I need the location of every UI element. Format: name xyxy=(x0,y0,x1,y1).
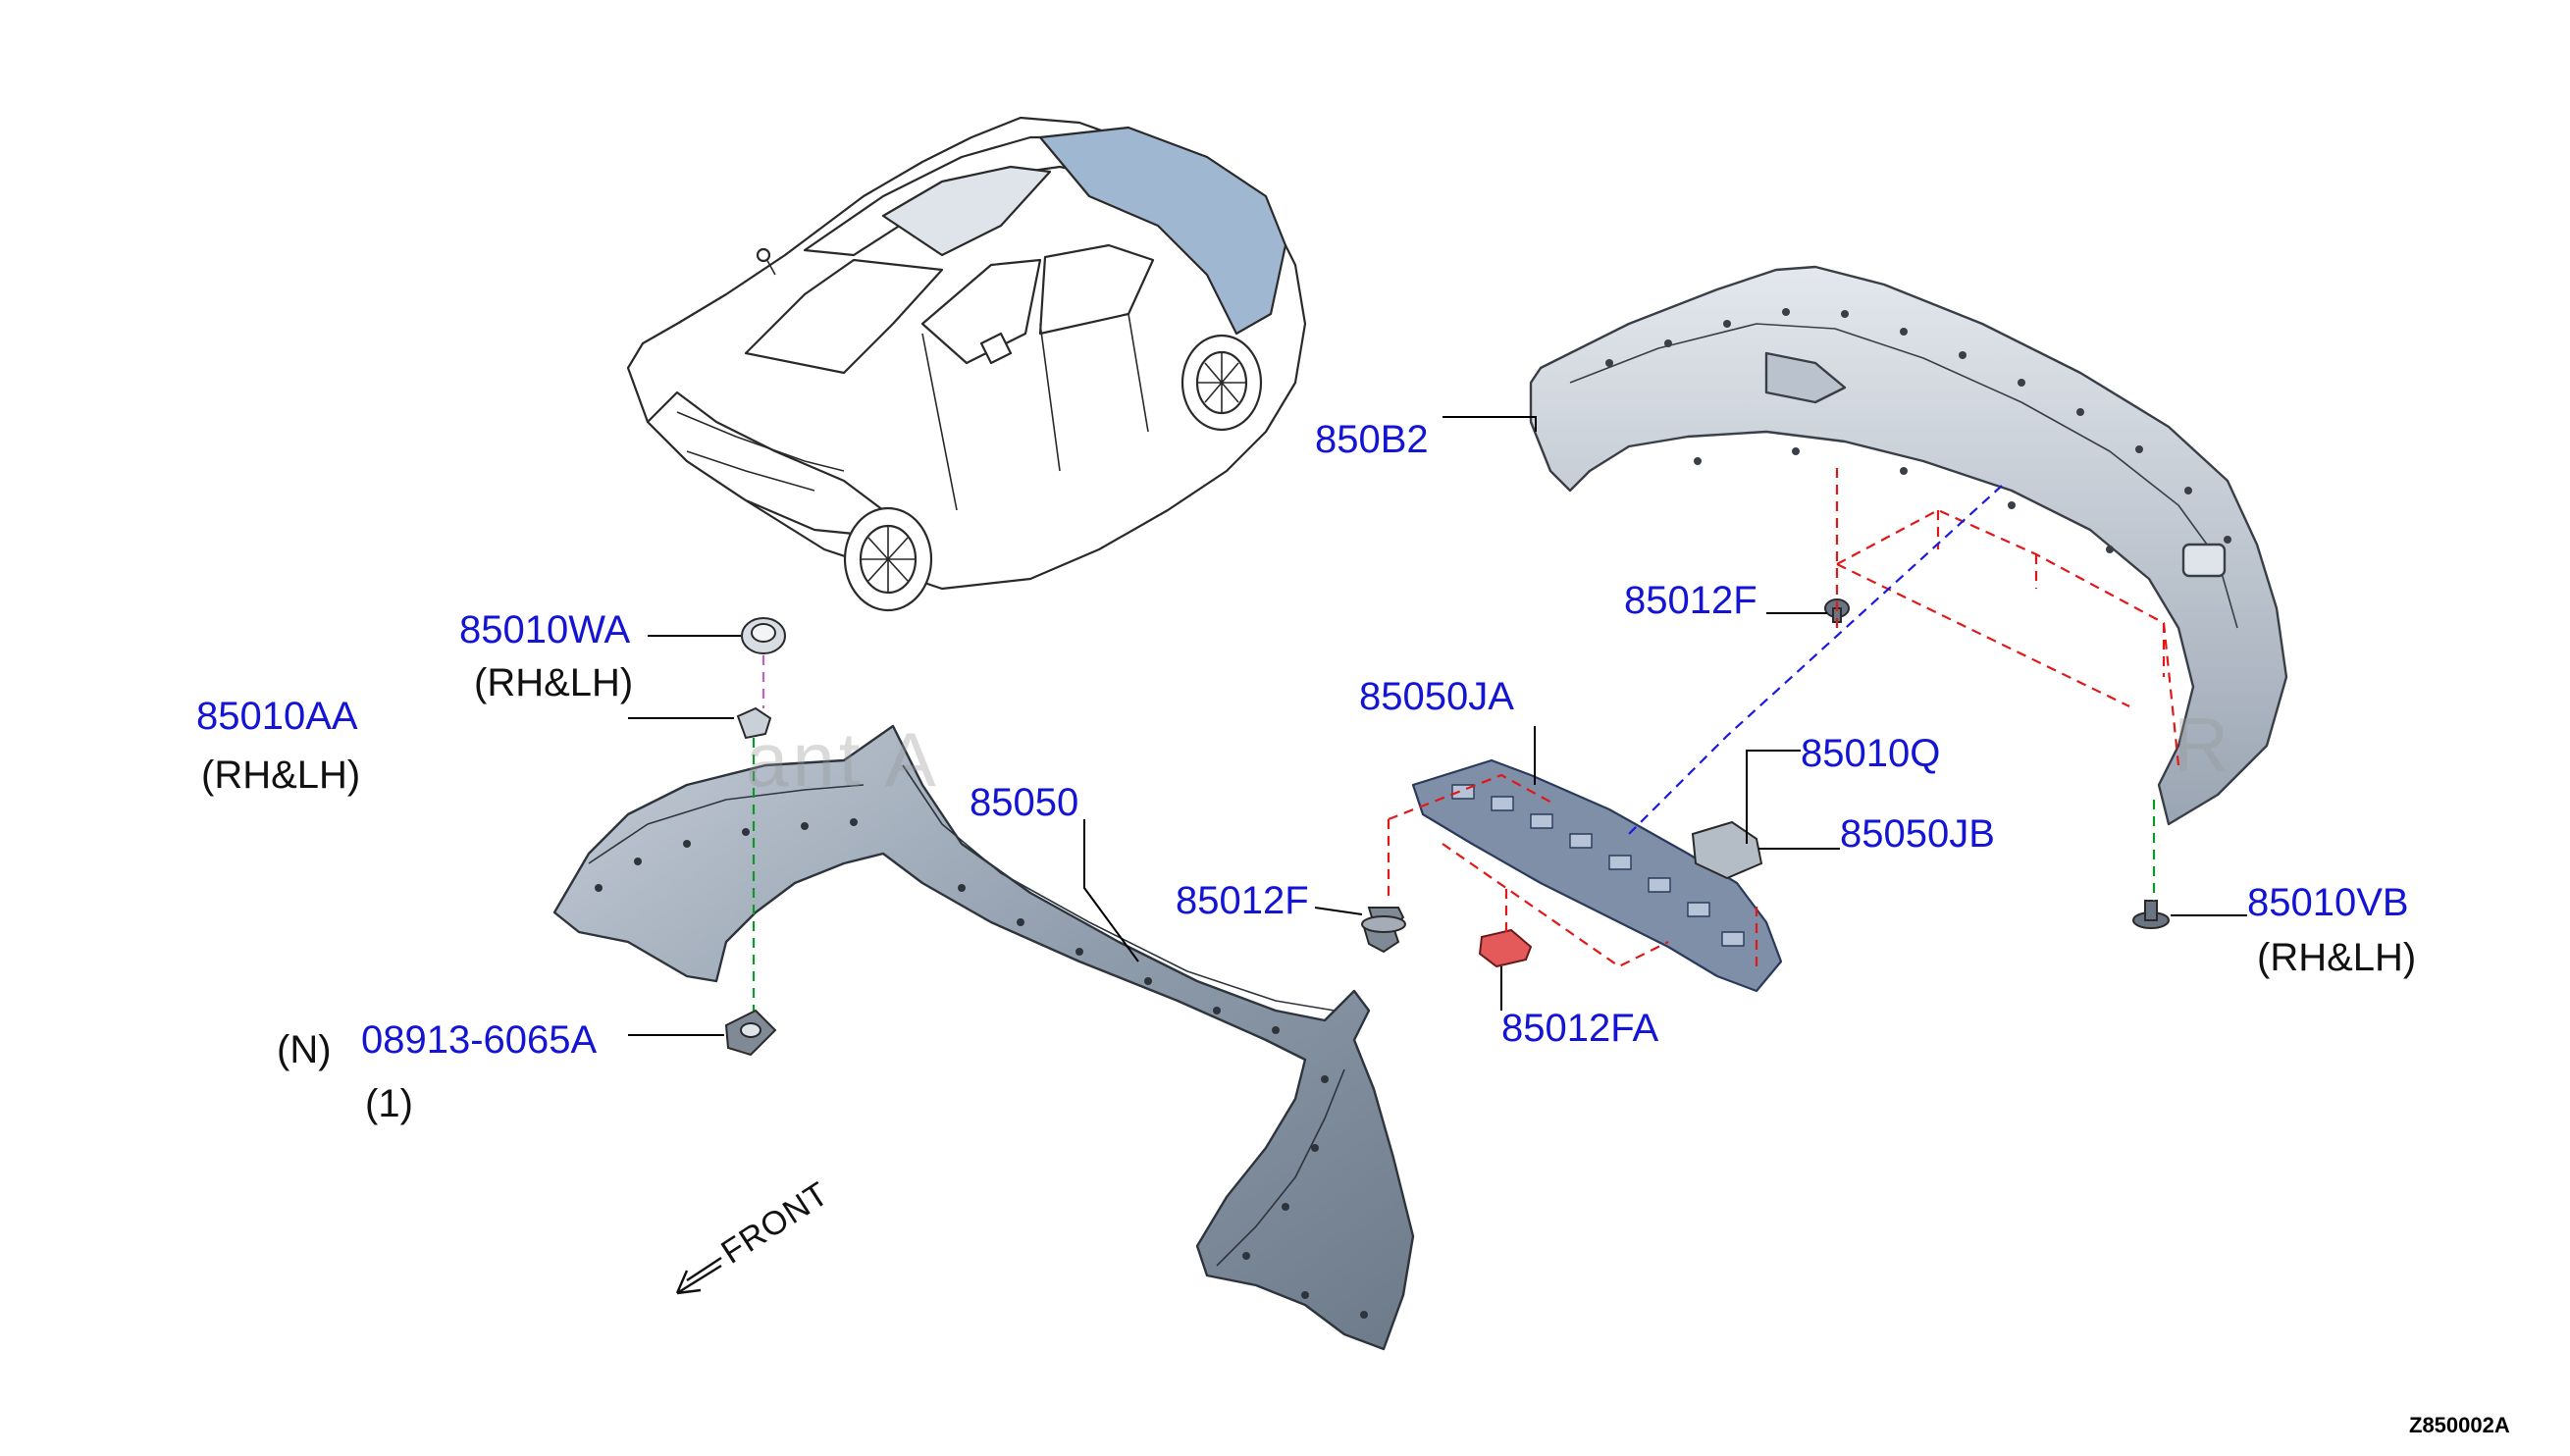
callout-85050: 85050 xyxy=(970,781,1079,824)
clip-85012f-mid xyxy=(1361,907,1406,954)
callout-08913-note-n: (N) xyxy=(277,1028,332,1071)
callout-85012fa: 85012FA xyxy=(1501,1007,1659,1050)
callout-85010vb-note: (RH&LH) xyxy=(2257,936,2417,979)
pad-85050jb xyxy=(1691,820,1763,880)
callout-85010wa-note: (RH&LH) xyxy=(474,661,634,704)
callout-85050jb: 85050JB xyxy=(1840,812,1995,856)
callout-85010wa: 85010WA xyxy=(459,608,631,651)
clip-85012fa xyxy=(1478,928,1533,968)
callout-85010vb: 85010VB xyxy=(2247,881,2409,924)
screw-85010vb xyxy=(2132,900,2170,929)
bumper-bracket-85050ja xyxy=(1411,758,1783,993)
callout-08913-note-qty: (1) xyxy=(365,1082,413,1125)
rear-bumper-upper-cover xyxy=(1529,265,2288,826)
callout-850b2: 850B2 xyxy=(1315,418,1429,461)
rear-bumper-fascia xyxy=(552,724,1415,1351)
callout-85012f-mid: 85012F xyxy=(1176,879,1309,922)
diagram-code: Z850002A xyxy=(2409,1413,2510,1437)
leader-lines xyxy=(628,416,2247,1036)
nut-08913-6065a xyxy=(724,1009,777,1057)
watermark-text-right: R xyxy=(2174,702,2233,788)
callout-85012f-top: 85012F xyxy=(1624,579,1757,622)
callout-85010aa-note: (RH&LH) xyxy=(201,754,361,797)
callout-85010aa: 85010AA xyxy=(196,695,358,738)
vehicle-overview xyxy=(626,116,1307,612)
clip-85010aa xyxy=(736,706,772,740)
front-arrow xyxy=(675,1256,722,1295)
callout-85050ja: 85050JA xyxy=(1359,675,1514,718)
clip-85010wa xyxy=(741,617,786,654)
callout-08913-6065a: 08913-6065A xyxy=(361,1018,598,1062)
assembly-guides xyxy=(752,461,2180,1011)
callout-85010q: 85010Q xyxy=(1801,732,1941,775)
watermark-text: ant A xyxy=(746,716,940,803)
